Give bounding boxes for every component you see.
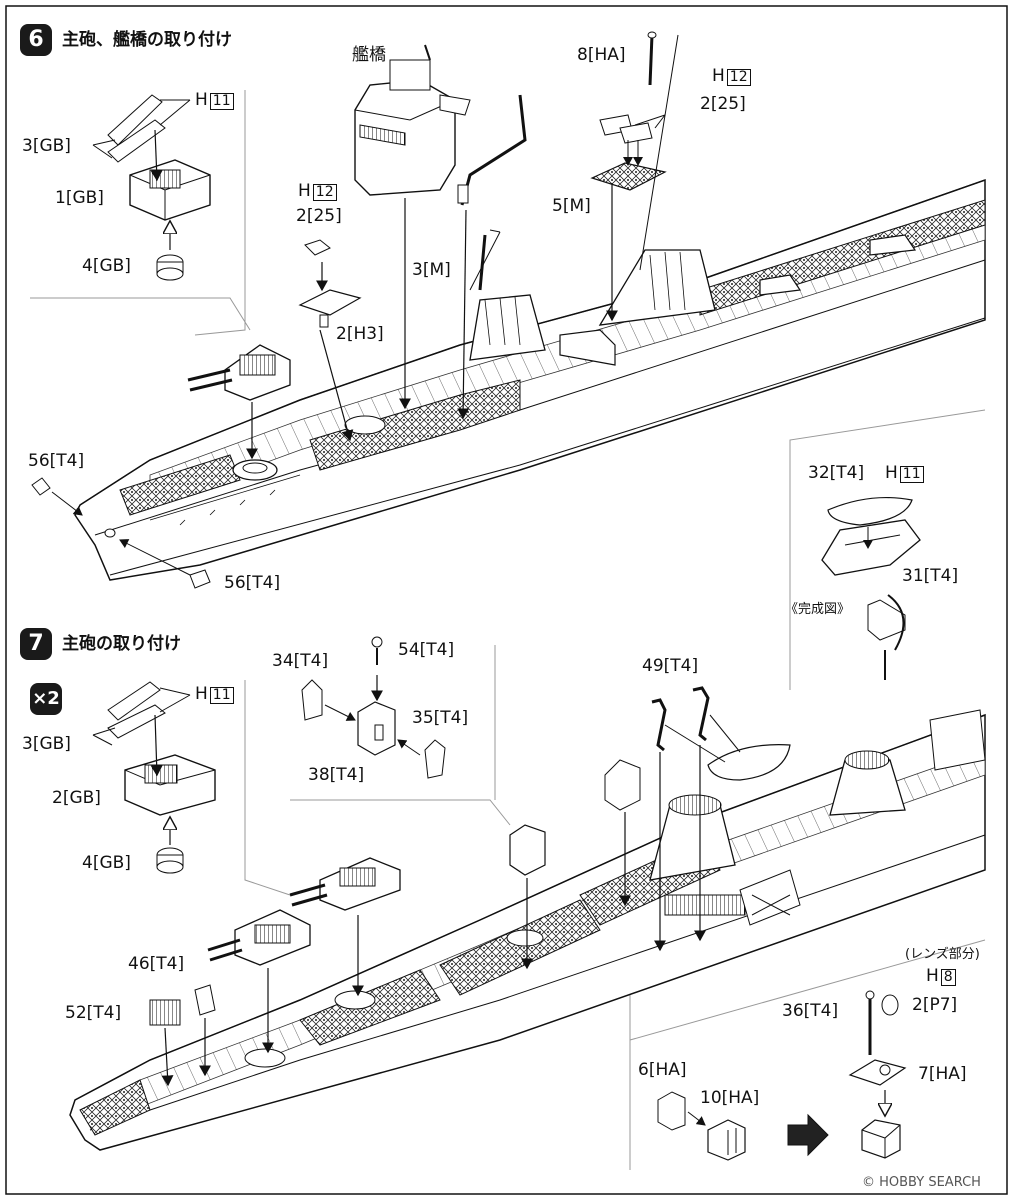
part-label: 56[T4] [28, 451, 85, 471]
watermark: © HOBBY SEARCH [862, 1175, 981, 1190]
part-label: 8[HA] [577, 45, 626, 65]
turret-assembly-step6 [92, 94, 211, 281]
divider-line [244, 680, 291, 896]
part-label: 34[T4] [272, 651, 329, 671]
bridge-label: 艦橋 [352, 45, 386, 65]
part-label: 2[GB] [52, 788, 101, 808]
ha-parts [657, 1091, 829, 1161]
part-label: 2[P7] [912, 995, 958, 1015]
part-label: 46[T4] [128, 954, 185, 974]
step-7-badge: 7 [20, 628, 52, 660]
part-label: 49[T4] [642, 656, 699, 676]
part-label: 5[M] [552, 196, 591, 216]
completed-view-label: 《完成図》 [785, 602, 851, 617]
part-label: 3[GB] [22, 136, 71, 156]
mast-part-3M [457, 94, 527, 420]
proceed-arrow-icon [787, 1113, 829, 1157]
turret-assembly-step7 [92, 681, 216, 874]
part-label: 4[GB] [82, 256, 131, 276]
quantity-badge: ×2 [30, 683, 62, 715]
part-label: 1[GB] [55, 188, 104, 208]
step-7-title: 主砲の取り付け [62, 634, 181, 654]
searchlight-assembly [848, 990, 907, 1159]
divider-line [194, 90, 246, 336]
small-deck-parts [149, 984, 216, 1087]
part-label: 2[25] [700, 94, 746, 114]
bridge-assembly [354, 44, 471, 410]
part-2-25-assembly [298, 239, 362, 442]
boat-assembly [821, 496, 921, 680]
step-6-badge: 6 [20, 24, 52, 56]
divider-line [30, 297, 251, 331]
part-label: 31[T4] [902, 566, 959, 586]
page-frame [5, 5, 1008, 1195]
part-label: 36[T4] [782, 1001, 839, 1021]
part-label: 38[T4] [308, 765, 365, 785]
part-label: 52[T4] [65, 1003, 122, 1023]
part-label: 3[GB] [22, 734, 71, 754]
divider-line [789, 409, 986, 690]
part-label: 35[T4] [412, 708, 469, 728]
step-6-title: 主砲、艦橋の取り付け [62, 30, 232, 50]
turrets-on-deck-step7 [207, 857, 401, 1054]
part-label: 2[H3] [336, 324, 384, 344]
divider-line [629, 939, 986, 1041]
director-assembly [301, 636, 546, 970]
part-label: 3[M] [412, 260, 451, 280]
part-label: 2[25] [296, 206, 342, 226]
lens-note: (レンズ部分) [905, 947, 980, 962]
forward-turret-step6 [187, 344, 291, 460]
part-label: 7[HA] [918, 1064, 967, 1084]
divider-line [290, 799, 511, 826]
part-label: 10[HA] [700, 1088, 760, 1108]
davit-assembly [604, 686, 791, 952]
part-label: 4[GB] [82, 853, 131, 873]
part-label: 6[HA] [638, 1060, 687, 1080]
part-label: 56[T4] [224, 573, 281, 593]
part-56-T4 [31, 477, 211, 589]
mast-part-8HA [590, 31, 679, 322]
part-label: 54[T4] [398, 640, 455, 660]
ship-hull-step6 [74, 178, 986, 581]
part-label: 32[T4] [808, 463, 865, 483]
